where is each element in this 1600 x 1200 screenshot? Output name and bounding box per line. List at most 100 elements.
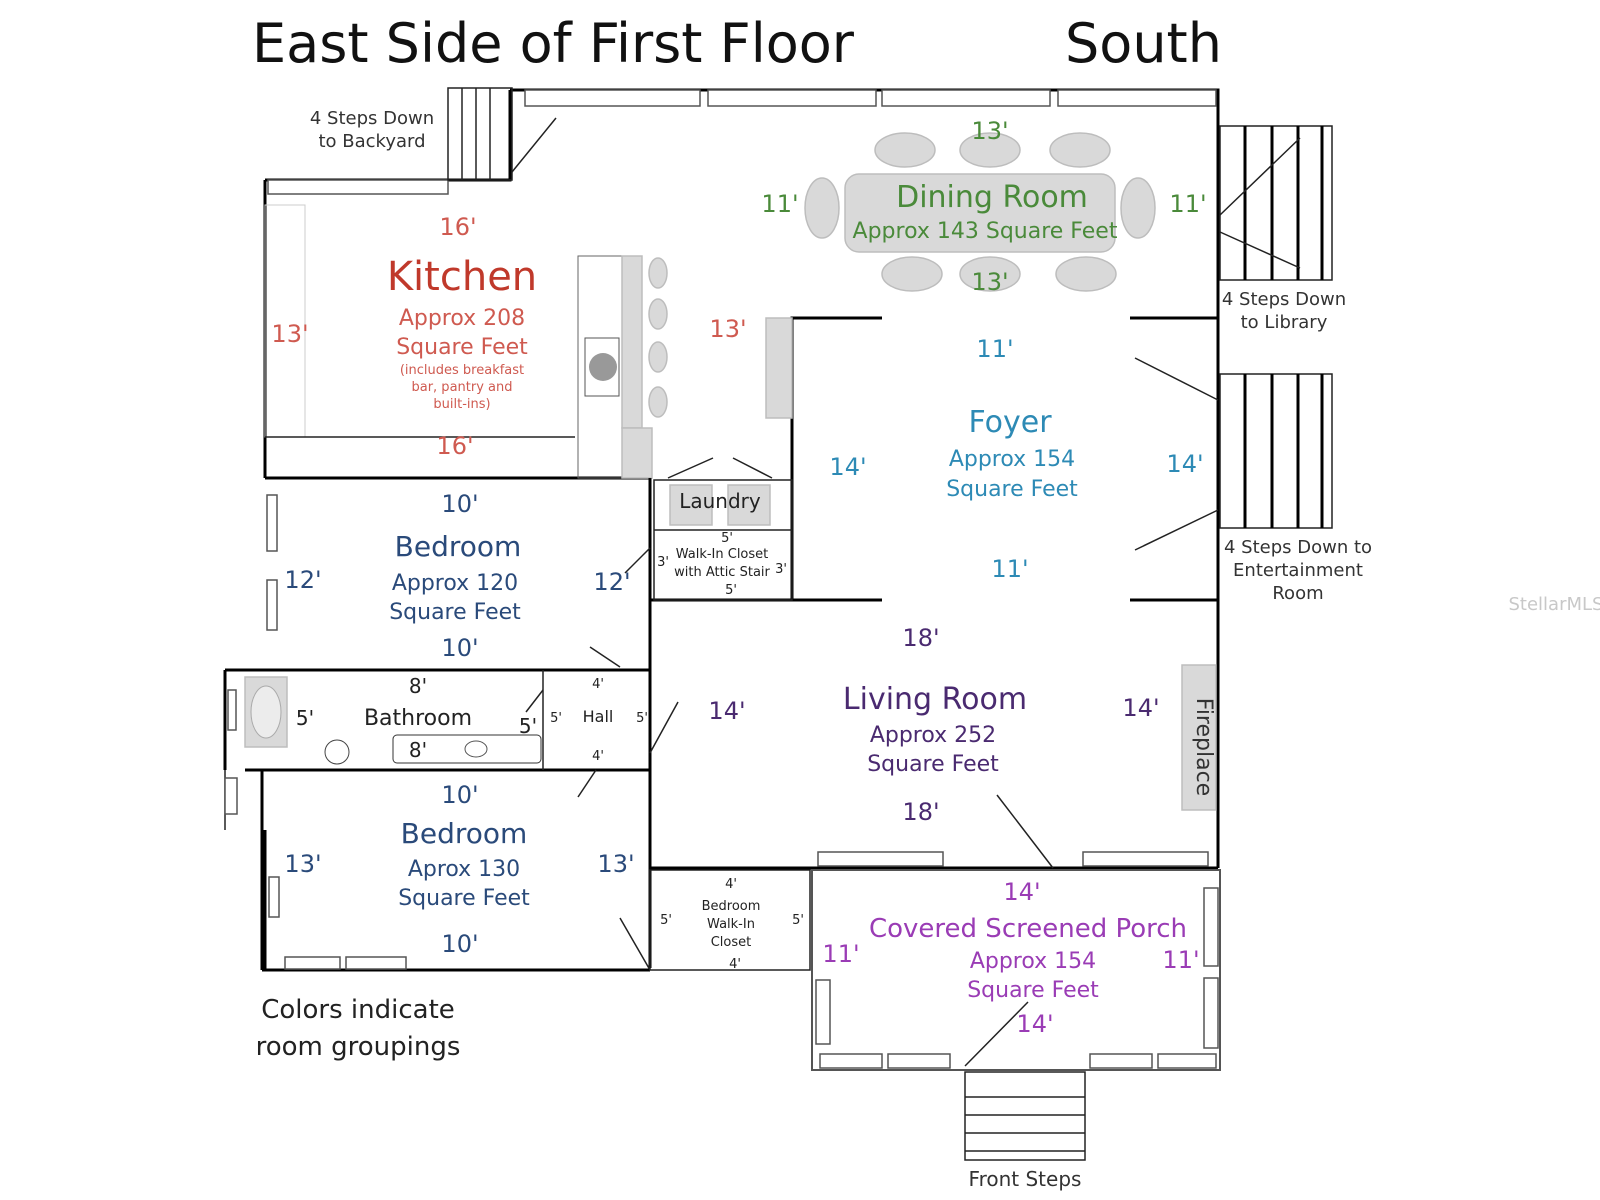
foyer-dim-right: 14' bbox=[1166, 450, 1203, 478]
bed-closet-name-2: Walk-In bbox=[707, 917, 755, 932]
bedroom1-name: Bedroom bbox=[395, 530, 522, 563]
entertainment-steps-label-1: 4 Steps Down to bbox=[1224, 537, 1372, 558]
bathroom bbox=[227, 670, 679, 798]
foyer-name: Foyer bbox=[968, 405, 1052, 440]
kitchen-dim-top: 16' bbox=[439, 213, 476, 241]
library-steps bbox=[1219, 125, 1333, 281]
kitchen-note-1: (includes breakfast bbox=[400, 363, 524, 378]
hall-dim-left: 5' bbox=[550, 711, 562, 726]
living-dim-left: 14' bbox=[708, 697, 745, 725]
bedroom1-area-2: Square Feet bbox=[389, 600, 521, 625]
backyard-steps-label-1: 4 Steps Down bbox=[310, 108, 434, 129]
dining-name: Dining Room bbox=[896, 180, 1088, 215]
bedroom2-name: Bedroom bbox=[401, 817, 528, 850]
living-dim-right: 14' bbox=[1122, 694, 1159, 722]
laundry-name: Laundry bbox=[679, 489, 761, 513]
foyer-dim-top: 11' bbox=[976, 335, 1013, 363]
closet-dim-right: 3' bbox=[775, 562, 787, 577]
bedroom-1 bbox=[266, 494, 651, 668]
porch-dim-top: 14' bbox=[1003, 878, 1040, 906]
hall-dim-bottom: 4' bbox=[592, 749, 604, 764]
bedroom-closet bbox=[649, 869, 811, 971]
bedroom1-dim-top: 10' bbox=[441, 490, 478, 518]
living-room bbox=[650, 664, 1218, 870]
porch bbox=[811, 869, 1221, 1071]
kitchen-area-1: Approx 208 bbox=[399, 306, 525, 331]
bathroom-dim-left: 5' bbox=[296, 706, 314, 730]
hall-name: Hall bbox=[583, 707, 614, 726]
fireplace-label: Fireplace bbox=[1191, 698, 1216, 796]
foyer-area-1: Approx 154 bbox=[949, 447, 1075, 472]
closet-dim-bottom: 5' bbox=[725, 583, 737, 598]
plan-title: East Side of First Floor bbox=[252, 12, 855, 75]
bedroom2-area-1: Aprox 130 bbox=[408, 857, 520, 882]
watermark: StellarMLS bbox=[1509, 594, 1600, 615]
closet-dim-top: 5' bbox=[721, 531, 733, 546]
bedroom2-dim-top: 10' bbox=[441, 781, 478, 809]
legend-note-2: room groupings bbox=[256, 1032, 461, 1062]
backyard-steps bbox=[447, 87, 557, 181]
porch-dim-right: 11' bbox=[1162, 946, 1199, 974]
hall-dim-top: 4' bbox=[592, 677, 604, 692]
living-area-1: Approx 252 bbox=[870, 723, 996, 748]
living-name: Living Room bbox=[843, 682, 1027, 717]
closet-dim-left: 3' bbox=[657, 555, 669, 570]
kitchen-note-3: built-ins) bbox=[433, 397, 490, 412]
porch-name: Covered Screened Porch bbox=[869, 914, 1187, 944]
kitchen-dim-bottom: 16' bbox=[436, 432, 473, 460]
bedroom2-dim-left: 13' bbox=[284, 850, 321, 878]
closet-name-2: with Attic Stair bbox=[674, 565, 770, 580]
dining-area: Approx 143 Square Feet bbox=[853, 219, 1118, 244]
kitchen-dim-right: 13' bbox=[709, 315, 746, 343]
hall-dim-right: 5' bbox=[636, 711, 648, 726]
legend-note-1: Colors indicate bbox=[261, 995, 455, 1025]
bed-closet-name-3: Closet bbox=[711, 935, 752, 950]
entertainment-steps-label-2: Entertainment bbox=[1233, 560, 1363, 581]
dining-dim-top: 13' bbox=[971, 117, 1008, 145]
bathroom-dim-right: 5' bbox=[519, 714, 537, 738]
library-steps-label-2: to Library bbox=[1241, 312, 1328, 333]
bed-closet-dim-right: 5' bbox=[792, 913, 804, 928]
porch-dim-bottom: 14' bbox=[1016, 1010, 1053, 1038]
foyer-area-2: Square Feet bbox=[946, 477, 1078, 502]
entertainment-steps bbox=[1219, 373, 1333, 529]
closet-name-1: Walk-In Closet bbox=[676, 547, 769, 562]
foyer-dim-left: 14' bbox=[829, 453, 866, 481]
library-steps-label-1: 4 Steps Down bbox=[1222, 289, 1346, 310]
bedroom1-area-1: Approx 120 bbox=[392, 571, 518, 596]
bathroom-name: Bathroom bbox=[364, 706, 472, 731]
bed-closet-dim-left: 5' bbox=[660, 913, 672, 928]
bedroom1-dim-bottom: 10' bbox=[441, 634, 478, 662]
backyard-steps-label-2: to Backyard bbox=[318, 131, 425, 152]
bedroom1-dim-right: 12' bbox=[593, 568, 630, 596]
dining-dim-right: 11' bbox=[1169, 190, 1206, 218]
living-dim-top: 18' bbox=[902, 624, 939, 652]
kitchen-note-2: bar, pantry and bbox=[411, 380, 512, 395]
bed-closet-dim-bottom: 4' bbox=[729, 957, 741, 972]
bedroom2-dim-right: 13' bbox=[597, 850, 634, 878]
living-area-2: Square Feet bbox=[867, 752, 999, 777]
bathroom-dim-bottom: 8' bbox=[409, 738, 427, 762]
kitchen bbox=[264, 204, 668, 480]
dining-dim-left: 11' bbox=[761, 190, 798, 218]
living-dim-bottom: 18' bbox=[902, 798, 939, 826]
bed-closet-name-1: Bedroom bbox=[702, 899, 761, 914]
porch-area-1: Approx 154 bbox=[970, 949, 1096, 974]
foyer-dim-bottom: 11' bbox=[991, 555, 1028, 583]
bedroom1-dim-left: 12' bbox=[284, 566, 321, 594]
laundry-closet bbox=[653, 457, 793, 601]
orientation-label: South bbox=[1065, 12, 1222, 75]
porch-dim-left: 11' bbox=[822, 940, 859, 968]
front-steps-label: Front Steps bbox=[969, 1167, 1082, 1191]
dining-table bbox=[804, 132, 1156, 292]
sink-icon bbox=[589, 353, 617, 381]
porch-area-2: Square Feet bbox=[967, 978, 1099, 1003]
bathroom-dim-top: 8' bbox=[409, 674, 427, 698]
kitchen-area-2: Square Feet bbox=[396, 335, 528, 360]
entertainment-steps-label-3: Room bbox=[1272, 583, 1323, 604]
dining-dim-bottom: 13' bbox=[971, 268, 1008, 296]
bedroom-2 bbox=[224, 777, 651, 971]
front-steps bbox=[964, 1071, 1086, 1161]
kitchen-dim-left: 13' bbox=[271, 320, 308, 348]
